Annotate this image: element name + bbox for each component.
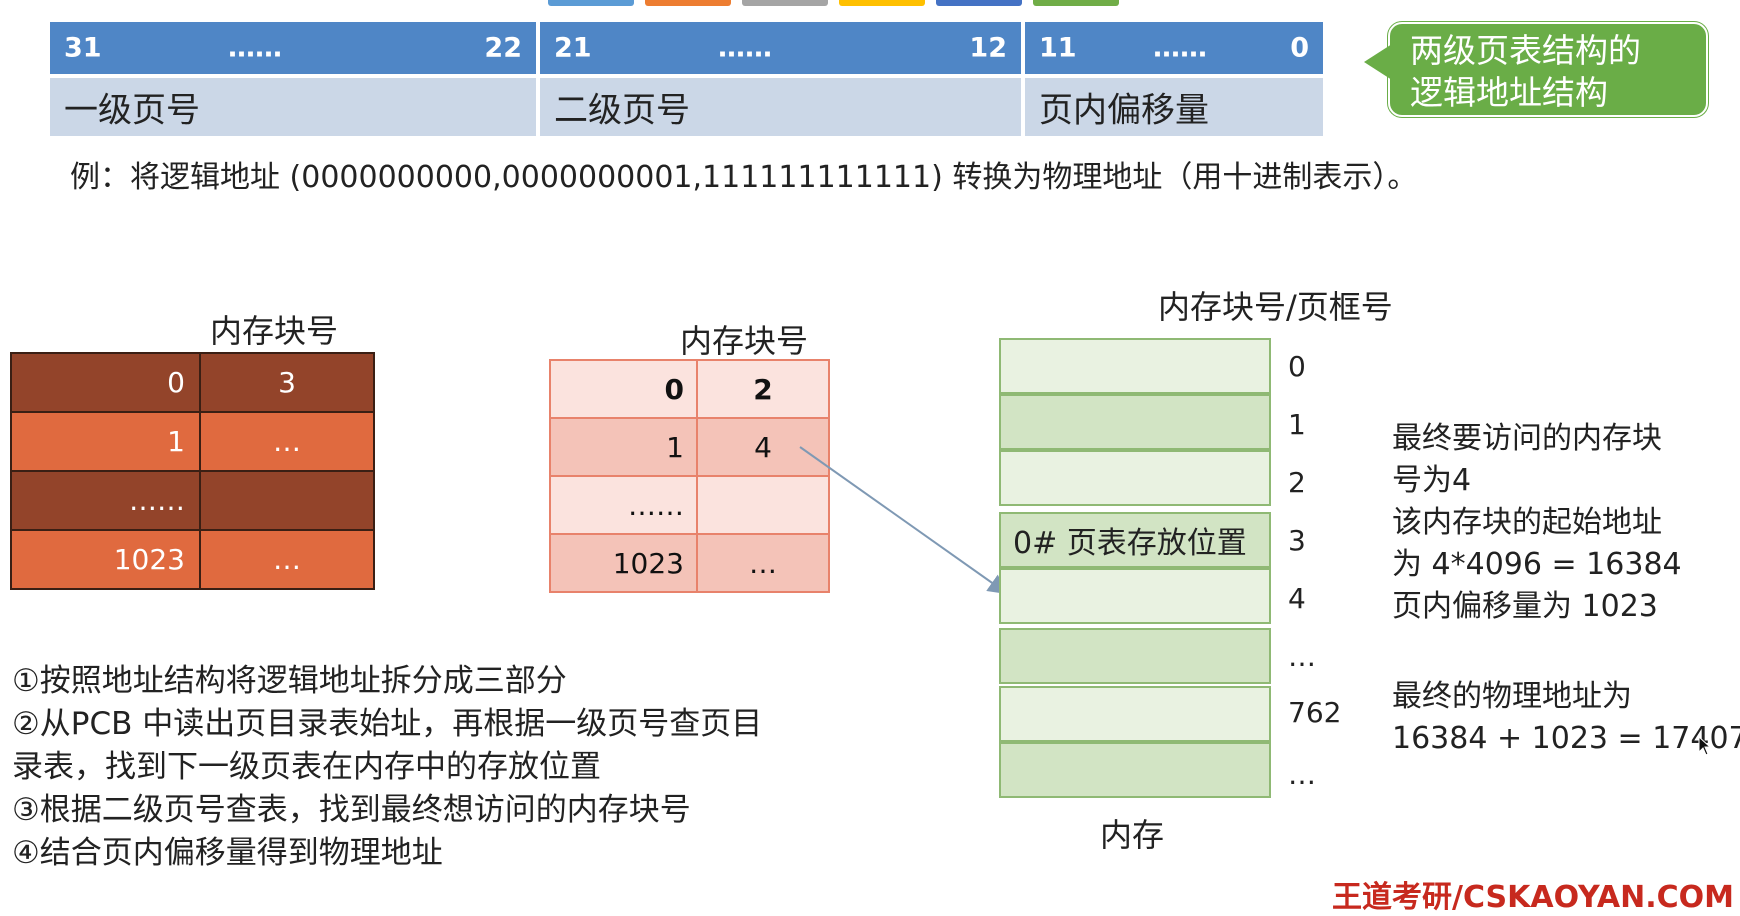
result-line: 最终要访问的内存块 (1392, 421, 1662, 456)
color-strip-4 (839, 0, 925, 6)
field2-ellipsis: …… (718, 32, 772, 64)
color-strip-6 (1033, 0, 1119, 6)
step-item: ④结合页内偏移量得到物理地址 (12, 835, 443, 871)
table-row: 0 2 (549, 359, 830, 419)
callout-line-1: 两级页表结构的 (1410, 31, 1641, 70)
page-table-location-label: 0# 页表存放位置 (1013, 526, 1247, 561)
field1-bits: 31 …… 22 (50, 22, 536, 74)
callout-line-2: 逻辑地址结构 (1410, 73, 1608, 112)
mapping-arrow (799, 446, 1009, 595)
result-line: 16384 + 1023 = 17407 (1392, 721, 1740, 756)
address-structure-callout: 两级页表结构的 逻辑地址结构 (1364, 22, 1708, 117)
step-item: ①按照地址结构将逻辑地址拆分成三部分 (12, 663, 567, 699)
memory-index: 0 (1288, 350, 1306, 383)
result-line: 号为4 (1392, 463, 1472, 498)
example-text: 例：将逻辑地址 (0000000000,0000000001,111111111… (70, 160, 1418, 195)
arrow-line (799, 446, 1009, 595)
memory-block (999, 742, 1271, 798)
field3-bits: 11 …… 0 (1025, 22, 1323, 74)
memory-index: 4 (1288, 582, 1306, 615)
memory-block-target (999, 568, 1271, 624)
field2-name: 二级页号 (554, 90, 690, 131)
table-row: 0 3 (10, 352, 375, 413)
memory-header: 内存块号/页框号 (1158, 288, 1393, 326)
field1-name: 一级页号 (64, 90, 200, 131)
result-line: 最终的物理地址为 (1392, 679, 1632, 714)
level2-value: 4 (696, 417, 830, 477)
table-row: …… (10, 470, 375, 531)
steps-list: ①按照地址结构将逻辑地址拆分成三部分 ②从PCB 中读出页目录表始址，再根据一级… (12, 660, 762, 875)
memory-index: 3 (1288, 524, 1306, 557)
level2-index: 0 (549, 359, 698, 419)
memory-block (999, 338, 1271, 394)
color-strip-3 (742, 0, 828, 6)
result-line: 页内偏移量为 1023 (1392, 589, 1658, 624)
memory-block (999, 450, 1271, 506)
level1-value: … (199, 411, 375, 472)
memory-index: … (1288, 758, 1316, 791)
level1-index: 1023 (10, 529, 201, 590)
table-row: 1023 … (10, 529, 375, 590)
level1-index: 1 (10, 411, 201, 472)
field1-bit-low: 22 (484, 32, 522, 64)
level1-value (199, 470, 375, 531)
memory-block (999, 686, 1271, 742)
level1-index: …… (10, 470, 201, 531)
level1-table-header: 内存块号 (210, 312, 339, 350)
final-address: 最终的物理地址为 16384 + 1023 = 17407 (1392, 676, 1740, 760)
level1-value: 3 (199, 352, 375, 413)
level2-value (696, 475, 830, 535)
level2-value: 2 (696, 359, 830, 419)
level2-index: 1023 (549, 533, 698, 593)
memory-index: … (1288, 640, 1316, 673)
table-row: 1 4 (549, 417, 830, 477)
memory-index: 2 (1288, 466, 1306, 499)
field1-name-cell: 一级页号 (50, 78, 536, 136)
field2-bit-high: 21 (554, 32, 592, 64)
field3-ellipsis: …… (1153, 32, 1207, 64)
result-line: 为 4*4096 = 16384 (1392, 547, 1682, 582)
field1-bit-high: 31 (64, 32, 102, 64)
result-explanation: 最终要访问的内存块 号为4 该内存块的起始地址 为 4*4096 = 16384… (1392, 418, 1682, 628)
memory-index: 762 (1288, 696, 1342, 729)
brand-watermark: 王道考研/CSKAOYAN.COM (1332, 880, 1734, 915)
memory-block-page-table: 0# 页表存放位置 (999, 512, 1271, 568)
step-item: 录表，找到下一级页表在内存中的存放位置 (12, 749, 601, 785)
level2-index: 1 (549, 417, 698, 477)
color-strip-2 (645, 0, 731, 6)
level1-page-table: 0 3 1 … …… 1023 … (10, 352, 375, 590)
level2-page-table: 0 2 1 4 …… 1023 … (549, 359, 830, 593)
result-line: 该内存块的起始地址 (1392, 505, 1662, 540)
field2-name-cell: 二级页号 (540, 78, 1021, 136)
field2-bit-low: 12 (969, 32, 1007, 64)
table-row: …… (549, 475, 830, 535)
field1-ellipsis: …… (228, 32, 282, 64)
memory-block (999, 628, 1271, 684)
step-item: ③根据二级页号查表，找到最终想访问的内存块号 (12, 792, 691, 828)
field3-bit-low: 0 (1290, 32, 1309, 64)
field3-name: 页内偏移量 (1039, 90, 1209, 131)
color-strip-1 (548, 0, 634, 6)
level2-value: … (696, 533, 830, 593)
level2-index: …… (549, 475, 698, 535)
mouse-cursor-icon (1698, 734, 1712, 762)
memory-block (999, 394, 1271, 450)
step-item: ②从PCB 中读出页目录表始址，再根据一级页号查页目 (12, 706, 763, 742)
color-strip-5 (936, 0, 1022, 6)
memory-footer: 内存 (1100, 816, 1165, 854)
field3-bit-high: 11 (1039, 32, 1077, 64)
memory-index: 1 (1288, 408, 1306, 441)
table-row: 1023 … (549, 533, 830, 593)
table-row: 1 … (10, 411, 375, 472)
level1-value: … (199, 529, 375, 590)
field3-name-cell: 页内偏移量 (1025, 78, 1323, 136)
level1-index: 0 (10, 352, 201, 413)
callout-pointer (1364, 44, 1392, 80)
field2-bits: 21 …… 12 (540, 22, 1021, 74)
level2-table-header: 内存块号 (680, 322, 809, 360)
